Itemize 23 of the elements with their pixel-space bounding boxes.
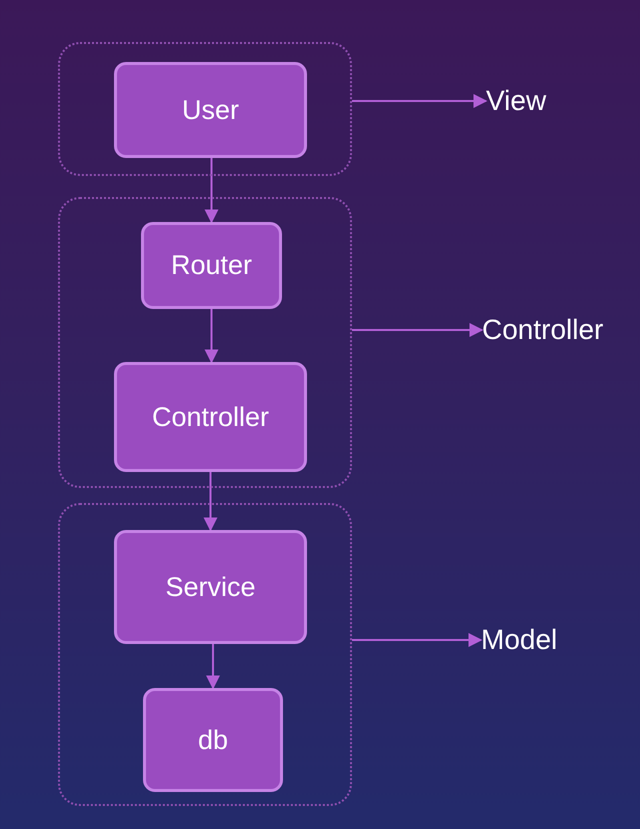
arrow (204, 158, 218, 224)
layer-label: Model (481, 624, 558, 656)
arrow (204, 472, 218, 532)
process-box (143, 688, 283, 792)
box-label: db (198, 724, 228, 756)
arrow (204, 309, 218, 364)
box-label: Controller (152, 402, 270, 432)
arrow (352, 633, 482, 647)
box-label: User (182, 94, 239, 126)
process-box (114, 362, 307, 472)
process-box (141, 222, 282, 309)
process-box (114, 62, 307, 158)
layer-label: View (486, 85, 546, 117)
arrow (352, 94, 488, 108)
arrow (352, 323, 484, 337)
layer-label: Controller (482, 314, 604, 346)
box-label: Service (165, 572, 256, 602)
dotted-group-outline (58, 503, 352, 806)
arrow (206, 644, 220, 690)
dotted-group-outline (58, 42, 352, 176)
dotted-group-outline (58, 197, 352, 488)
process-box (114, 530, 307, 644)
box-label: Router (170, 250, 252, 281)
